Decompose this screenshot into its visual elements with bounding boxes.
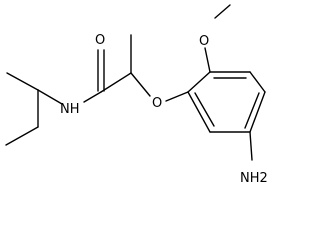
- bond-ring-nh2: [249, 131, 253, 161]
- ring-bond-6: [187, 91, 211, 133]
- bond-ch2-ch3: [5, 126, 39, 146]
- bond-ch3-ch: [6, 72, 39, 91]
- bond-ring-methoxy-o: [204, 47, 211, 73]
- atom-label-amino-nh2: NH2: [240, 171, 268, 186]
- molecule-structure-diagram: O NH O O NH2: [5, 4, 268, 186]
- atom-label-carbonyl-o: O: [95, 33, 105, 48]
- ring-bond-1: [187, 71, 211, 93]
- bond-n-carbonyl: [83, 91, 102, 103]
- bond-ch-n: [37, 89, 63, 105]
- atom-label-amide-nh: NH: [60, 102, 80, 117]
- atom-label-ether-o: O: [152, 96, 162, 111]
- ring-bond-3: [249, 71, 266, 93]
- ring-bond-4-inner: [244, 92, 260, 129]
- ring-bond-4: [249, 91, 266, 133]
- bond-o-ring: [165, 91, 189, 102]
- bond-calpha-o: [130, 72, 151, 97]
- bond-carbonyl-calpha: [100, 72, 132, 93]
- atom-label-methoxy-o: O: [199, 34, 209, 49]
- bond-methoxy-ch3: [214, 4, 231, 19]
- ring-bond-6-inner: [194, 92, 215, 127]
